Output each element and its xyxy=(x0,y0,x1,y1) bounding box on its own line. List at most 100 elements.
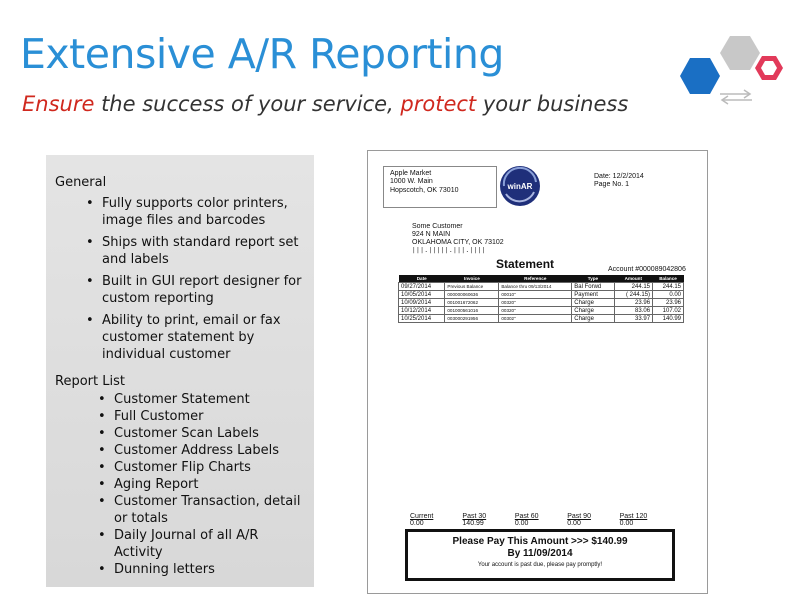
aging-label: Past 30 xyxy=(462,513,487,520)
postal-barcode: |||.|||||.|||.|||| xyxy=(412,247,487,254)
table-header-row: Date Invoice Reference Type Amount Balan… xyxy=(398,275,684,283)
report-list-header: Report List xyxy=(55,374,125,389)
customer-street: 924 N MAIN xyxy=(412,231,451,238)
aging-value: 0.00 xyxy=(619,520,634,527)
table-row: 09/27/2014 Previous Balance Balance thru… xyxy=(397,282,684,291)
cell-invoice: 001001672062 xyxy=(444,298,500,307)
company-city: Hopscotch, OK 73010 xyxy=(390,186,459,194)
aging-label: Past 60 xyxy=(514,513,539,520)
aging-values: 0.00 140.99 0.00 0.00 0.00 xyxy=(410,520,672,527)
statement-title: Statement xyxy=(496,257,555,271)
column-header: Type xyxy=(571,275,615,283)
table-row: 10/25/2014 003000291956 00302" Charge 33… xyxy=(397,314,684,323)
list-item: Daily Journal of all A/R Activity xyxy=(98,527,308,561)
list-item: Customer Address Labels xyxy=(98,442,308,459)
table-row: 10/12/2014 001000561016 00320" Charge 83… xyxy=(397,306,684,315)
list-item: Customer Flip Charts xyxy=(98,459,308,476)
report-list: Customer Statement Full Customer Custome… xyxy=(98,391,308,578)
winar-logo-text: winAR xyxy=(507,182,533,191)
cell-invoice: 001000561016 xyxy=(444,306,500,315)
cell-reference: 00320" xyxy=(498,306,573,315)
company-address-box: Apple Market 1000 W. Main Hopscotch, OK … xyxy=(383,166,497,208)
cell-amount: 23.96 xyxy=(613,298,654,307)
account-number: Account #000089042806 xyxy=(608,266,686,273)
list-item: Full Customer xyxy=(98,408,308,425)
cell-type: Charge xyxy=(571,298,615,307)
subtitle-text-2: your business xyxy=(476,92,629,116)
cell-type: Charge xyxy=(571,306,615,315)
customer-name: Some Customer xyxy=(412,223,463,230)
pay-amount-line: Please Pay This Amount >>> $140.99 xyxy=(452,536,628,547)
list-item: Customer Scan Labels xyxy=(98,425,308,442)
list-item: Aging Report xyxy=(98,476,308,493)
cell-balance: 0.00 xyxy=(652,290,684,299)
customer-address: Some Customer 924 N MAIN OKLAHOMA CITY, … xyxy=(412,223,504,255)
cell-type: Bal Forwd xyxy=(571,282,615,291)
subtitle-emphasis-ensure: Ensure xyxy=(22,92,95,116)
aging-label: Past 120 xyxy=(619,513,648,520)
cell-balance: 140.99 xyxy=(652,314,684,323)
list-item: Customer Statement xyxy=(98,391,308,408)
cell-invoice: 003000291956 xyxy=(444,314,500,323)
cell-date: 10/25/2014 xyxy=(397,314,446,323)
column-header: Balance xyxy=(652,275,684,283)
page-number: Page No. 1 xyxy=(594,181,630,189)
company-name: Apple Market xyxy=(390,170,432,177)
table-row: 10/09/2014 001001672062 00320" Charge 23… xyxy=(397,298,684,307)
cell-date: 10/12/2014 xyxy=(397,306,446,315)
past-due-notice: Your account is past due, please pay pro… xyxy=(477,562,603,568)
aging-labels: Current Past 30 Past 60 Past 90 Past 120 xyxy=(410,513,672,520)
cell-date: 09/27/2014 xyxy=(397,282,446,291)
aging-value: 0.00 xyxy=(410,520,424,527)
cell-date: 10/09/2014 xyxy=(397,298,446,307)
cell-invoice: Previous Balance xyxy=(444,282,500,291)
cell-amount: 83.06 xyxy=(613,306,654,315)
aging-value: 140.99 xyxy=(462,520,484,527)
customer-city: OKLAHOMA CITY, OK 73102 xyxy=(412,239,504,246)
company-street: 1000 W. Main xyxy=(390,178,433,186)
column-header: Amount xyxy=(614,275,653,283)
subtitle-text-1: the success of your service, xyxy=(94,92,401,116)
column-header: Invoice xyxy=(444,275,499,283)
features-panel: General Fully supports color printers, i… xyxy=(46,155,314,587)
table-row: 10/05/2014 000000060636 00010" Payment (… xyxy=(397,290,684,299)
cell-balance: 23.96 xyxy=(652,298,684,307)
list-item: Dunning letters xyxy=(98,561,308,578)
list-item: Built in GUI report designer for custom … xyxy=(86,273,306,307)
slide-title: Extensive A/R Reporting xyxy=(20,30,504,78)
cell-amount: 244.15 xyxy=(613,282,654,291)
list-item: Ability to print, email or fax customer … xyxy=(86,312,306,363)
cell-balance: 107.02 xyxy=(652,306,684,315)
cell-type: Payment xyxy=(571,290,615,299)
aging-value: 0.00 xyxy=(567,520,581,527)
column-header: Date xyxy=(398,275,445,283)
column-header: Reference xyxy=(498,275,572,283)
list-item: Customer Transaction, detail or totals xyxy=(98,493,308,527)
general-header: General xyxy=(55,175,107,190)
transaction-table: Date Invoice Reference Type Amount Balan… xyxy=(397,275,684,323)
cell-reference: Balance thru 09/13/2014 xyxy=(498,282,573,291)
hexagon-logo-icon xyxy=(680,36,783,105)
cell-date: 10/05/2014 xyxy=(397,290,446,299)
list-item: Ships with standard report set and label… xyxy=(86,234,306,268)
cell-invoice: 000000060636 xyxy=(444,290,500,299)
aging-label: Past 90 xyxy=(567,513,591,520)
winar-logo-icon: winAR xyxy=(500,166,540,206)
cell-amount: ( 244.15) xyxy=(613,290,654,299)
slide-subtitle: Ensure the success of your service, prot… xyxy=(22,92,628,116)
aging-value: 0.00 xyxy=(514,520,529,527)
statement-date-block: Date: 12/2/2014 Page No. 1 xyxy=(594,173,644,190)
statement-date: Date: 12/2/2014 xyxy=(594,173,644,180)
subtitle-emphasis-protect: protect xyxy=(400,92,477,116)
list-item: Fully supports color printers, image fil… xyxy=(86,195,306,229)
pay-by-date-line: By 11/09/2014 xyxy=(507,548,573,559)
general-list: Fully supports color printers, image fil… xyxy=(86,195,306,368)
cell-type: Charge xyxy=(571,314,615,323)
cell-amount: 33.97 xyxy=(613,314,654,323)
aging-summary: Current Past 30 Past 60 Past 90 Past 120… xyxy=(410,513,672,527)
payment-due-box: Please Pay This Amount >>> $140.99 By 11… xyxy=(405,529,675,581)
cell-reference: 00010" xyxy=(498,290,573,299)
statement-document: Apple Market 1000 W. Main Hopscotch, OK … xyxy=(367,150,708,594)
cell-reference: 00320" xyxy=(498,298,573,307)
cell-reference: 00302" xyxy=(498,314,573,323)
